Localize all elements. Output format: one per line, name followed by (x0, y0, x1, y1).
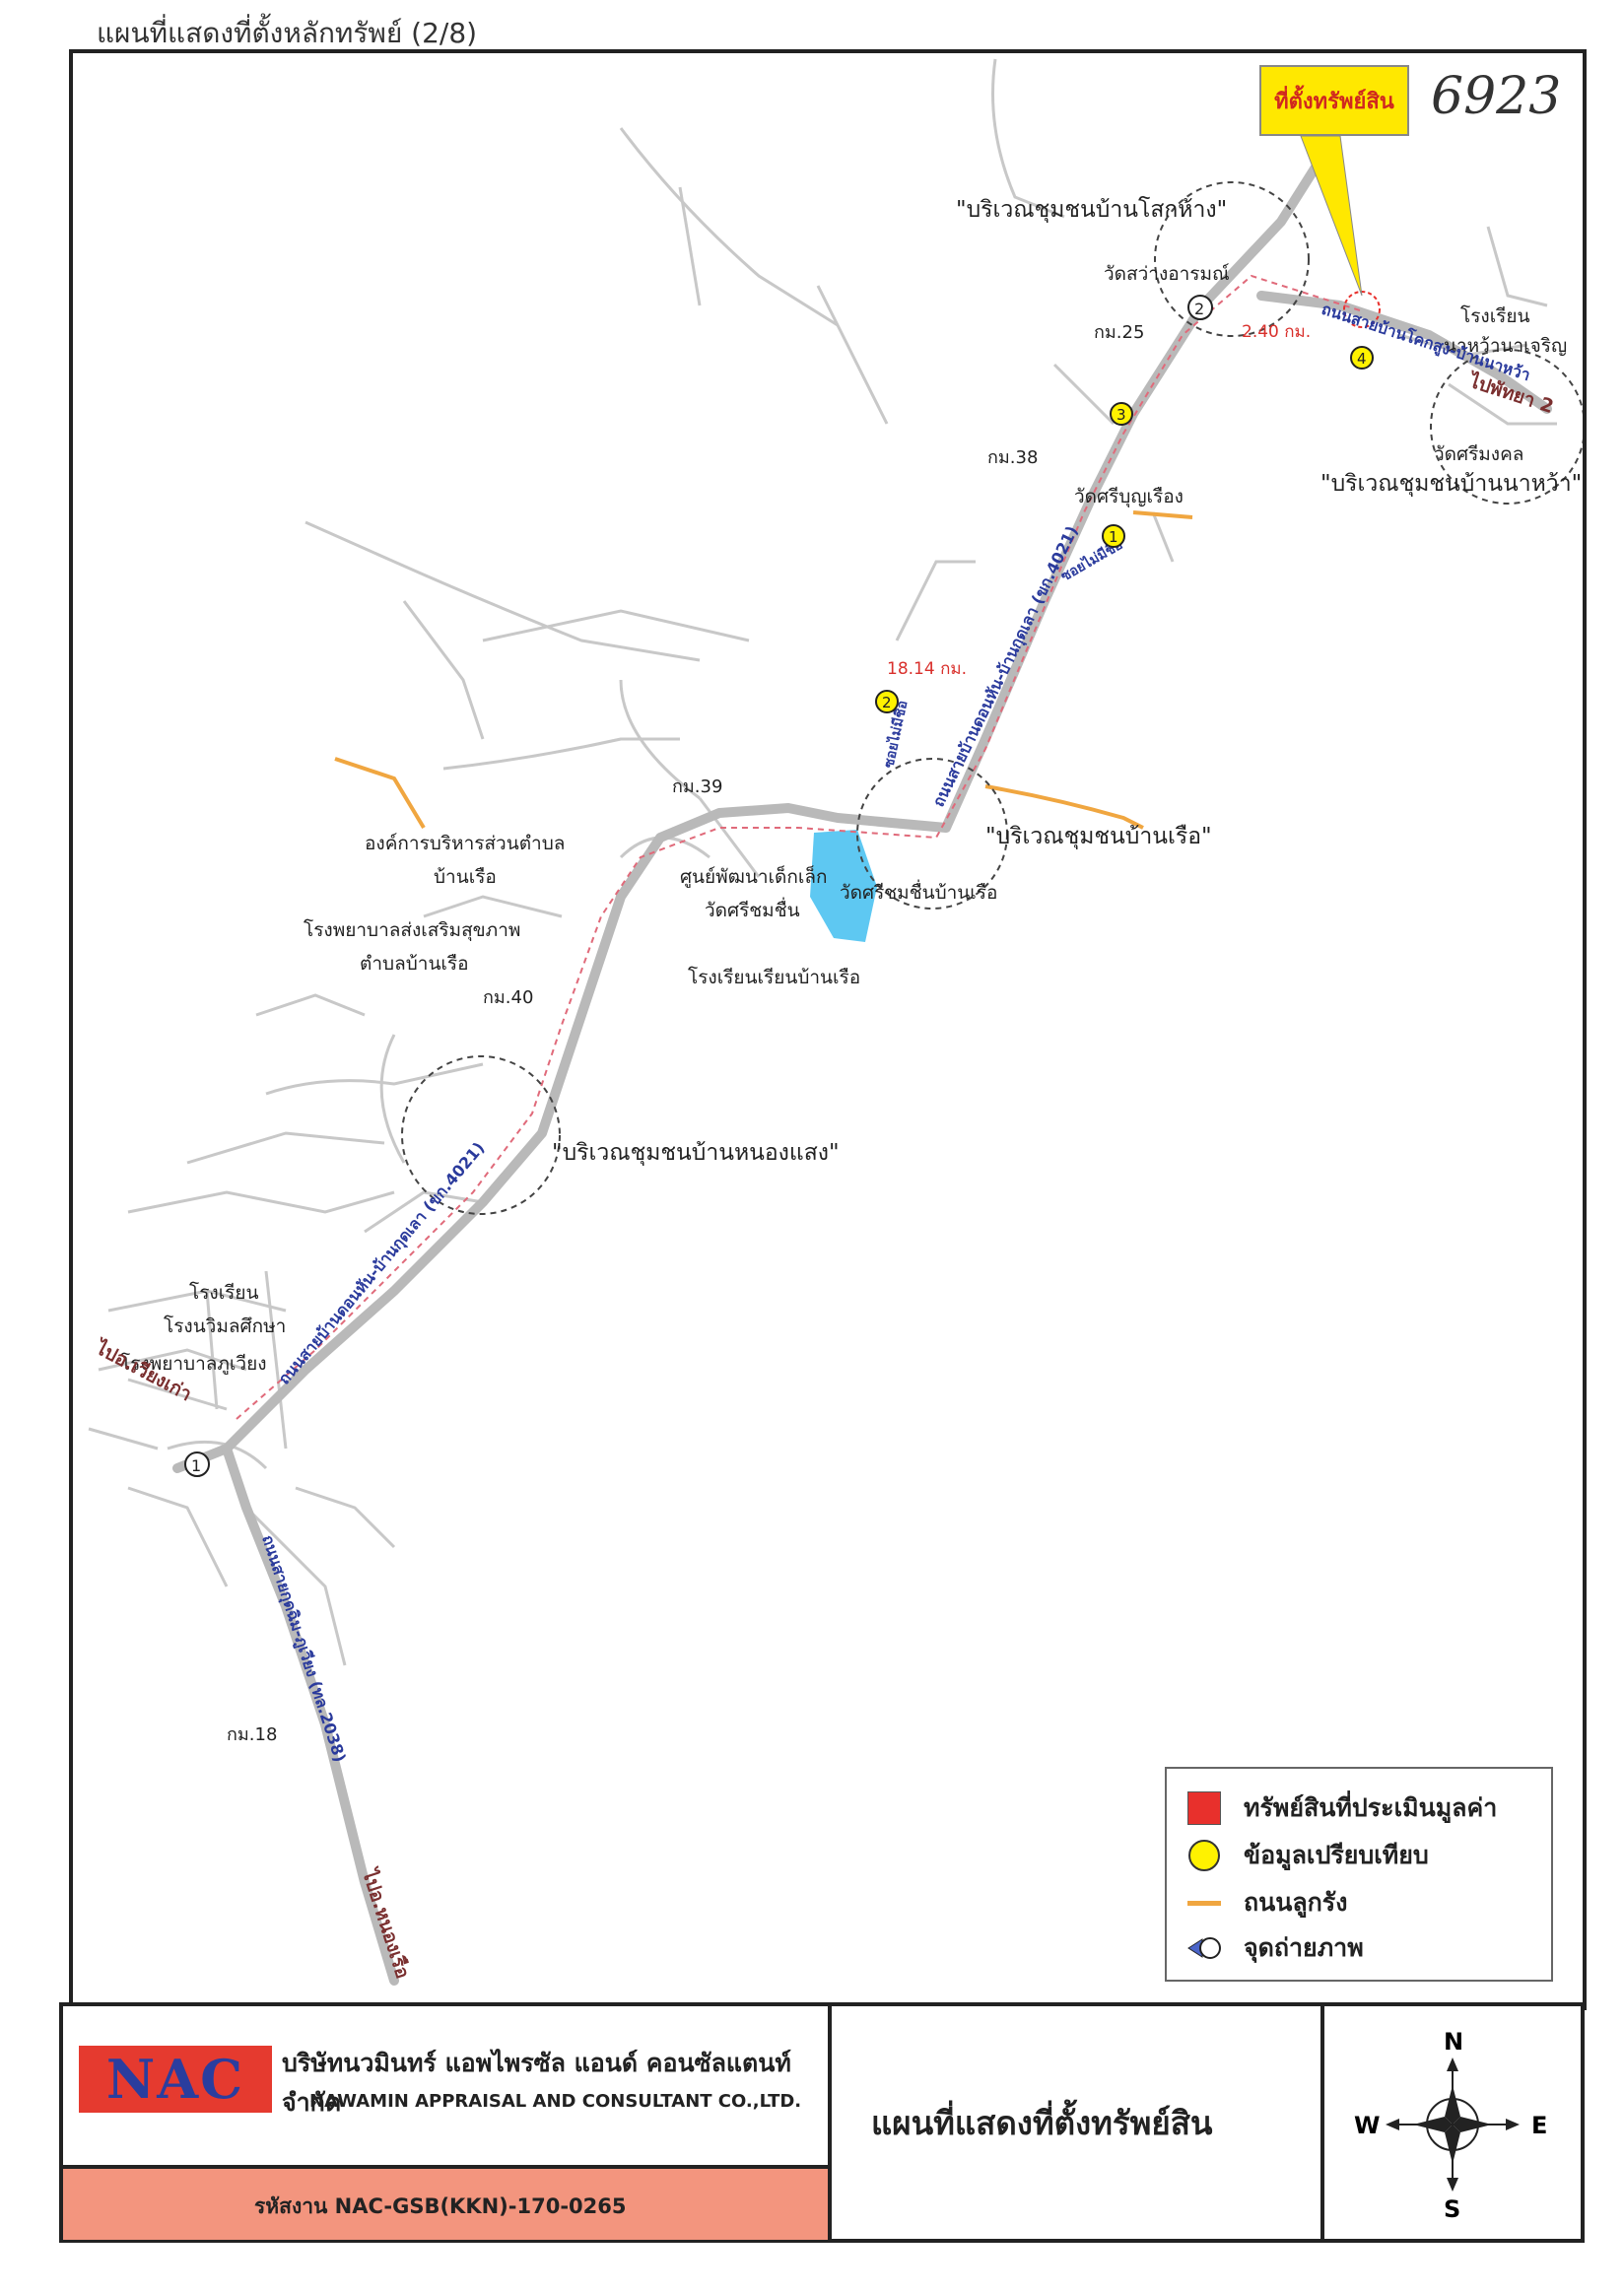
yellow-circle-icon (1186, 1838, 1222, 1873)
job-code-cell: รหัสงาน NAC-GSB(KKN)-170-0265 (63, 2169, 832, 2240)
page-title: แผนที่แสดงที่ตั้งหลักทรัพย์ (2/8) (97, 17, 478, 49)
km-marker: กม.39 (672, 776, 722, 797)
orange-line-icon (1186, 1885, 1222, 1921)
svg-text:1: 1 (191, 1456, 201, 1475)
km-marker: กม.38 (987, 447, 1038, 468)
compass-cell: N S W E (1324, 2006, 1581, 2240)
legend-item-photo-point: จุดถ่ายภาพ (1186, 1928, 1364, 1968)
location-map[interactable]: "บริเวณชุมชนบ้านโสกห้าง" "บริเวณชุมชนบ้า… (69, 49, 1587, 2010)
svg-text:1: 1 (1109, 528, 1118, 546)
place-label: โรงพยาบาลส่งเสริมสุขภาพ (304, 918, 520, 942)
comparable-point-1: 1 (1102, 524, 1125, 548)
place-label: โรงพยาบาลภูเวียง (120, 1352, 266, 1375)
main-road (172, 123, 1552, 1986)
camera-point-icon (1186, 1930, 1222, 1966)
legend-item-subject: ทรัพย์สินที่ประเมินมูลค่า (1186, 1788, 1497, 1828)
km-marker: กม.18 (227, 1724, 277, 1745)
place-label: วัดศรีบุญเรือง (1074, 486, 1184, 508)
place-label: ศูนย์พัฒนาเด็กเล็ก (680, 864, 828, 888)
photo-point-1: 1 (184, 1451, 210, 1477)
compass-s: S (1444, 2195, 1460, 2223)
compass-w: W (1354, 2112, 1380, 2139)
place-label: โรงเรียน (189, 1281, 259, 1304)
distance-label: 18.14 กม. (887, 659, 967, 679)
map-title: แผนที่แสดงที่ตั้งทรัพย์สิน (871, 2104, 1213, 2142)
legend-item-dirt-road: ถนนลูกรัง (1186, 1883, 1347, 1923)
compass-rose-icon: N S W E (1354, 2028, 1547, 2223)
place-label: ตำบลบ้านเรือ (360, 953, 469, 975)
place-label: บ้านเรือ (434, 866, 497, 888)
community-label-nawa: "บริเวณชุมชนบ้านนาหว้า" (1320, 471, 1582, 497)
callout-pointer (1300, 135, 1363, 297)
place-label: นาหว้านาเจริญ (1444, 335, 1567, 357)
km-marker: กม.25 (1094, 322, 1144, 343)
company-cell: NAC บริษัทนวมินทร์ แอพไพรซัล แอนด์ คอนซั… (63, 2006, 832, 2169)
company-name-th: บริษัทนวมินทร์ แอพไพรซัล แอนด์ คอนซัลแตน… (282, 2049, 791, 2117)
place-label: โรงนวิมลศึกษา (164, 1315, 286, 1337)
place-label: โรงเรียนเรียนบ้านเรือ (688, 966, 860, 988)
subject-callout: ที่ตั้งทรัพย์สิน (1259, 65, 1409, 136)
place-label: วัดศรีชมชื่น (705, 897, 800, 921)
svg-text:2: 2 (1194, 300, 1204, 318)
title-block: NAC บริษัทนวมินทร์ แอพไพรซัล แอนด์ คอนซั… (59, 2002, 1585, 2243)
place-label: องค์การบริหารส่วนตำบล (365, 833, 565, 854)
compass-n: N (1444, 2028, 1463, 2056)
company-logo: NAC (79, 2046, 272, 2113)
minor-roads (88, 58, 1557, 1666)
place-label: วัดศรีมงคล (1434, 443, 1523, 465)
red-square-icon (1186, 1790, 1222, 1826)
place-label: วัดศรีชมชื่นบ้านเรือ (840, 879, 997, 904)
community-label-soknang: "บริเวณชุมชนบ้านโสกห้าง" (956, 196, 1227, 223)
km-marker: กม.40 (483, 987, 533, 1008)
legend-item-comparable: ข้อมูลเปรียบเทียบ (1186, 1836, 1429, 1875)
community-label-banruea: "บริเวณชุมชนบ้านเรือ" (985, 824, 1212, 849)
photo-point-2: 2 (1187, 295, 1213, 320)
subject-callout-label: ที่ตั้งทรัพย์สิน (1274, 89, 1394, 114)
handwritten-note: 6923 (1431, 67, 1562, 126)
comparable-point-2: 2 (875, 690, 899, 713)
community-label-nongsaeng: "บริเวณชุมชนบ้านหนองแสง" (552, 1140, 840, 1166)
water-body (810, 830, 877, 942)
map-legend: ทรัพย์สินที่ประเมินมูลค่า ข้อมูลเปรียบเท… (1165, 1767, 1553, 1982)
svg-text:4: 4 (1357, 350, 1367, 368)
compass-e: E (1531, 2112, 1547, 2139)
job-code: รหัสงาน NAC-GSB(KKN)-170-0265 (254, 2194, 627, 2218)
place-label: วัดสว่างอารมณ์ (1104, 263, 1230, 285)
svg-text:2: 2 (882, 694, 892, 711)
comparable-point-4: 4 (1350, 346, 1374, 370)
subject-marker (1343, 291, 1381, 328)
place-label: โรงเรียน (1460, 304, 1530, 327)
map-frame (69, 49, 1587, 2010)
route-line (236, 274, 1361, 1420)
svg-text:3: 3 (1116, 406, 1126, 424)
map-title-cell: แผนที่แสดงที่ตั้งทรัพย์สิน (832, 2006, 1324, 2240)
company-name-en: NAWAMIN APPRAISAL AND CONSULTANT CO.,LTD… (309, 2091, 802, 2112)
distance-label: 2.40 กม. (1242, 322, 1311, 342)
comparable-point-3: 3 (1110, 402, 1133, 426)
dirt-roads (334, 510, 1193, 830)
